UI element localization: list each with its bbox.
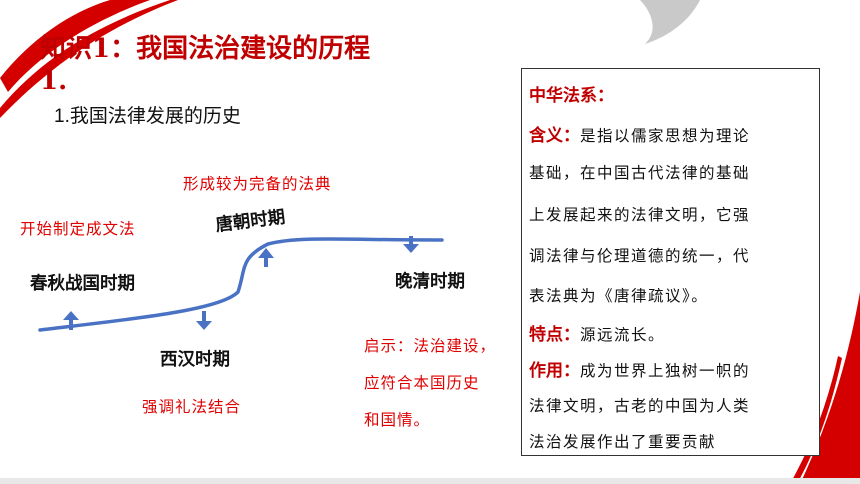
page-title: 知识1：我国法治建设的历程 (40, 34, 371, 64)
page-title-numbering: 1. (40, 66, 68, 96)
note-xihan: 强调礼法结合 (142, 398, 242, 416)
meaning-line: 是指以儒家思想为理论 (580, 127, 751, 145)
insight-line: 和国情。 (364, 411, 431, 429)
meaning-row: 含义：是指以儒家思想为理论 (529, 121, 750, 146)
meaning-line: 表法典为《唐律疏议》。 (529, 287, 709, 305)
feature-label: 特点： (529, 325, 580, 345)
note-chunqiu: 开始制定成文法 (20, 220, 136, 238)
role-line: 法治发展作出了重要贡献 (529, 433, 717, 451)
box-heading: 中华法系： (529, 86, 614, 106)
timeline-curve (38, 237, 444, 332)
meaning-line: 上发展起来的法律文明，它强 (529, 206, 751, 224)
bottom-right-swoosh (800, 292, 860, 484)
note-tang: 形成较为完备的法典 (183, 175, 332, 193)
top-right-swoosh (640, 0, 700, 44)
insight-line: 启示：法治建设， (364, 337, 497, 355)
insight-text: 启示：法治建设， 应符合本国历史 和国情。 (364, 328, 496, 439)
era-xihan: 西汉时期 (160, 350, 230, 370)
role-line: 成为世界上独树一帜的 (580, 362, 751, 380)
arrow-down-wanqing-icon (403, 236, 419, 253)
chinese-legal-system-box: 中华法系： 含义：是指以儒家思想为理论 基础，在中国古代法律的基础 上发展起来的… (521, 68, 820, 456)
bottom-right-thin-swoosh (790, 356, 842, 484)
arrow-up-tang-icon (258, 248, 274, 267)
era-wanqing: 晚清时期 (395, 272, 465, 292)
section-subtitle: 1.我国法律发展的历史 (54, 106, 241, 127)
meaning-line: 调法律与伦理道德的统一，代 (529, 247, 751, 265)
arrow-up-chunqiu-icon (63, 311, 79, 330)
meaning-label: 含义： (529, 126, 580, 146)
arrow-down-xihan-icon (196, 311, 212, 330)
role-line: 法律文明，古老的中国为人类 (529, 397, 751, 415)
feature-row: 特点：源远流长。 (529, 320, 665, 345)
bottom-strip (0, 478, 860, 484)
role-label: 作用： (529, 361, 580, 381)
top-left-swoosh (0, 0, 150, 92)
meaning-line: 基础，在中国古代法律的基础 (529, 164, 751, 182)
insight-line: 应符合本国历史 (364, 374, 480, 392)
role-row: 作用：成为世界上独树一帜的 (529, 356, 750, 381)
era-chunqiu: 春秋战国时期 (30, 274, 135, 294)
feature-text: 源远流长。 (580, 326, 666, 344)
